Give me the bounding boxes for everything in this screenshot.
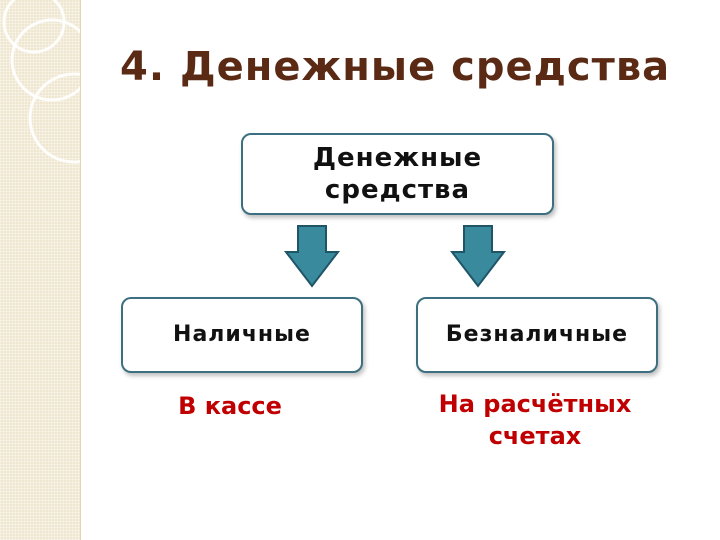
- decorative-side-band: [0, 0, 81, 540]
- cash-location-note: В кассе: [160, 390, 300, 422]
- decorative-circles: [0, 0, 80, 540]
- non-cash-location-note: На расчётных счетах: [420, 388, 650, 453]
- slide-title: 4. Денежные средства: [120, 44, 670, 90]
- root-box: Денежные средства: [241, 133, 554, 215]
- cash-box-label: Наличные: [173, 321, 311, 349]
- arrow-down-left-icon: [284, 224, 340, 288]
- arrow-down-right-icon: [450, 224, 506, 288]
- non-cash-location-note-text: На расчётных счетах: [435, 388, 635, 453]
- cash-box: Наличные: [121, 297, 363, 373]
- non-cash-box: Безналичные: [416, 297, 658, 373]
- root-box-label: Денежные средства: [283, 142, 513, 207]
- non-cash-box-label: Безналичные: [442, 321, 632, 349]
